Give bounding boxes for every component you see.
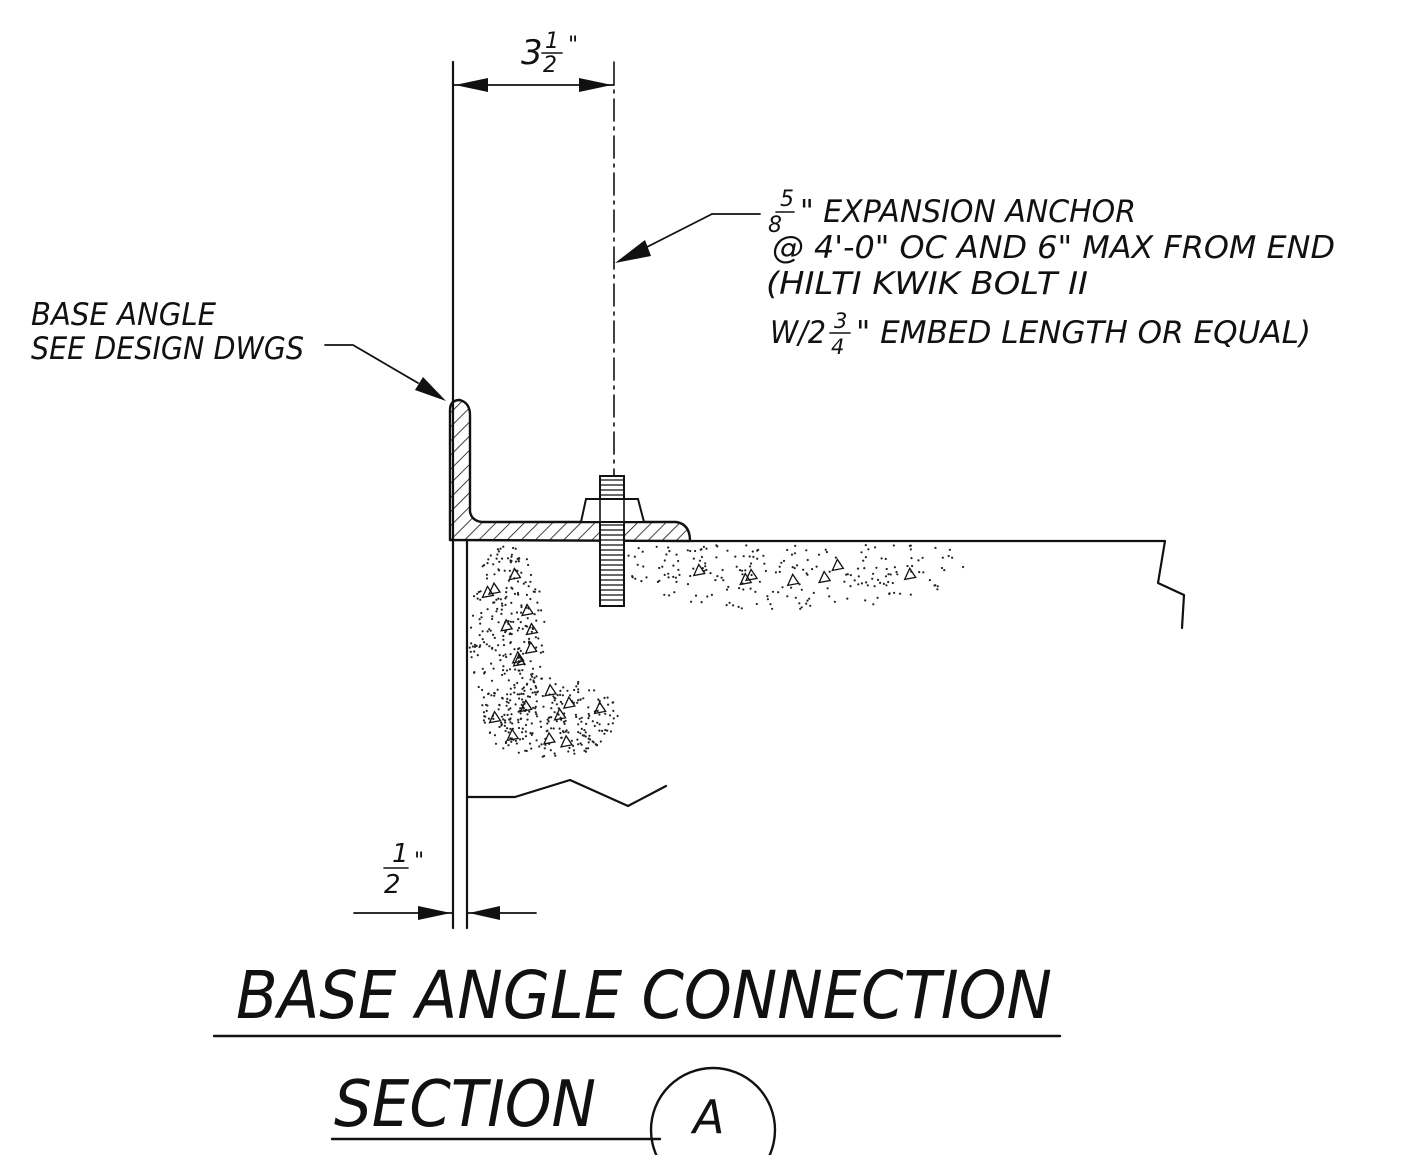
anchor-label-line4-prefix: W/2	[770, 315, 826, 351]
concrete-outline	[465, 538, 1186, 930]
dimension-top-whole: 3	[521, 33, 543, 73]
dimension-bottom: 1 2 "	[353, 839, 537, 920]
anchor-embed-numerator: 3	[834, 309, 847, 333]
anchor-callout: 5 8 " EXPANSION ANCHOR @ 4'-0" OC AND 6"…	[615, 187, 1335, 359]
dimension-bottom-unit: "	[414, 849, 424, 874]
base-angle-label-line1: BASE ANGLE	[31, 297, 216, 333]
base-angle-callout: BASE ANGLE SEE DESIGN DWGS	[31, 297, 446, 401]
expansion-anchor-bolt	[579, 475, 646, 607]
dimension-top: 3 1 2 "	[452, 29, 615, 92]
base-angle-label-line2: SEE DESIGN DWGS	[31, 331, 304, 367]
dimension-top-numerator: 1	[545, 29, 559, 54]
dimension-top-unit: "	[568, 33, 578, 58]
anchor-label-line1: " EXPANSION ANCHOR	[800, 194, 1136, 230]
section-marker-letter: A	[690, 1090, 724, 1144]
concrete-stipple	[468, 544, 965, 758]
base-angle	[448, 398, 692, 543]
anchor-label-line2: @ 4'-0" OC AND 6" MAX FROM END	[772, 230, 1335, 266]
dimension-bottom-numerator: 1	[392, 839, 409, 869]
drawing-title: BASE ANGLE CONNECTION	[236, 957, 1052, 1034]
dimension-bottom-denominator: 2	[384, 870, 401, 900]
title-block: BASE ANGLE CONNECTION SECTION A	[212, 957, 1062, 1155]
section-label: SECTION	[334, 1068, 596, 1142]
anchor-embed-denominator: 4	[831, 335, 844, 359]
anchor-label-line4-suffix: " EMBED LENGTH OR EQUAL)	[856, 315, 1311, 351]
anchor-size-numerator: 5	[780, 187, 794, 212]
anchor-label-line3: (HILTI KWIK BOLT II	[766, 266, 1088, 302]
section-marker-circle	[649, 1066, 777, 1155]
dimension-top-denominator: 2	[543, 53, 557, 78]
anchor-size-denominator: 8	[768, 213, 782, 238]
